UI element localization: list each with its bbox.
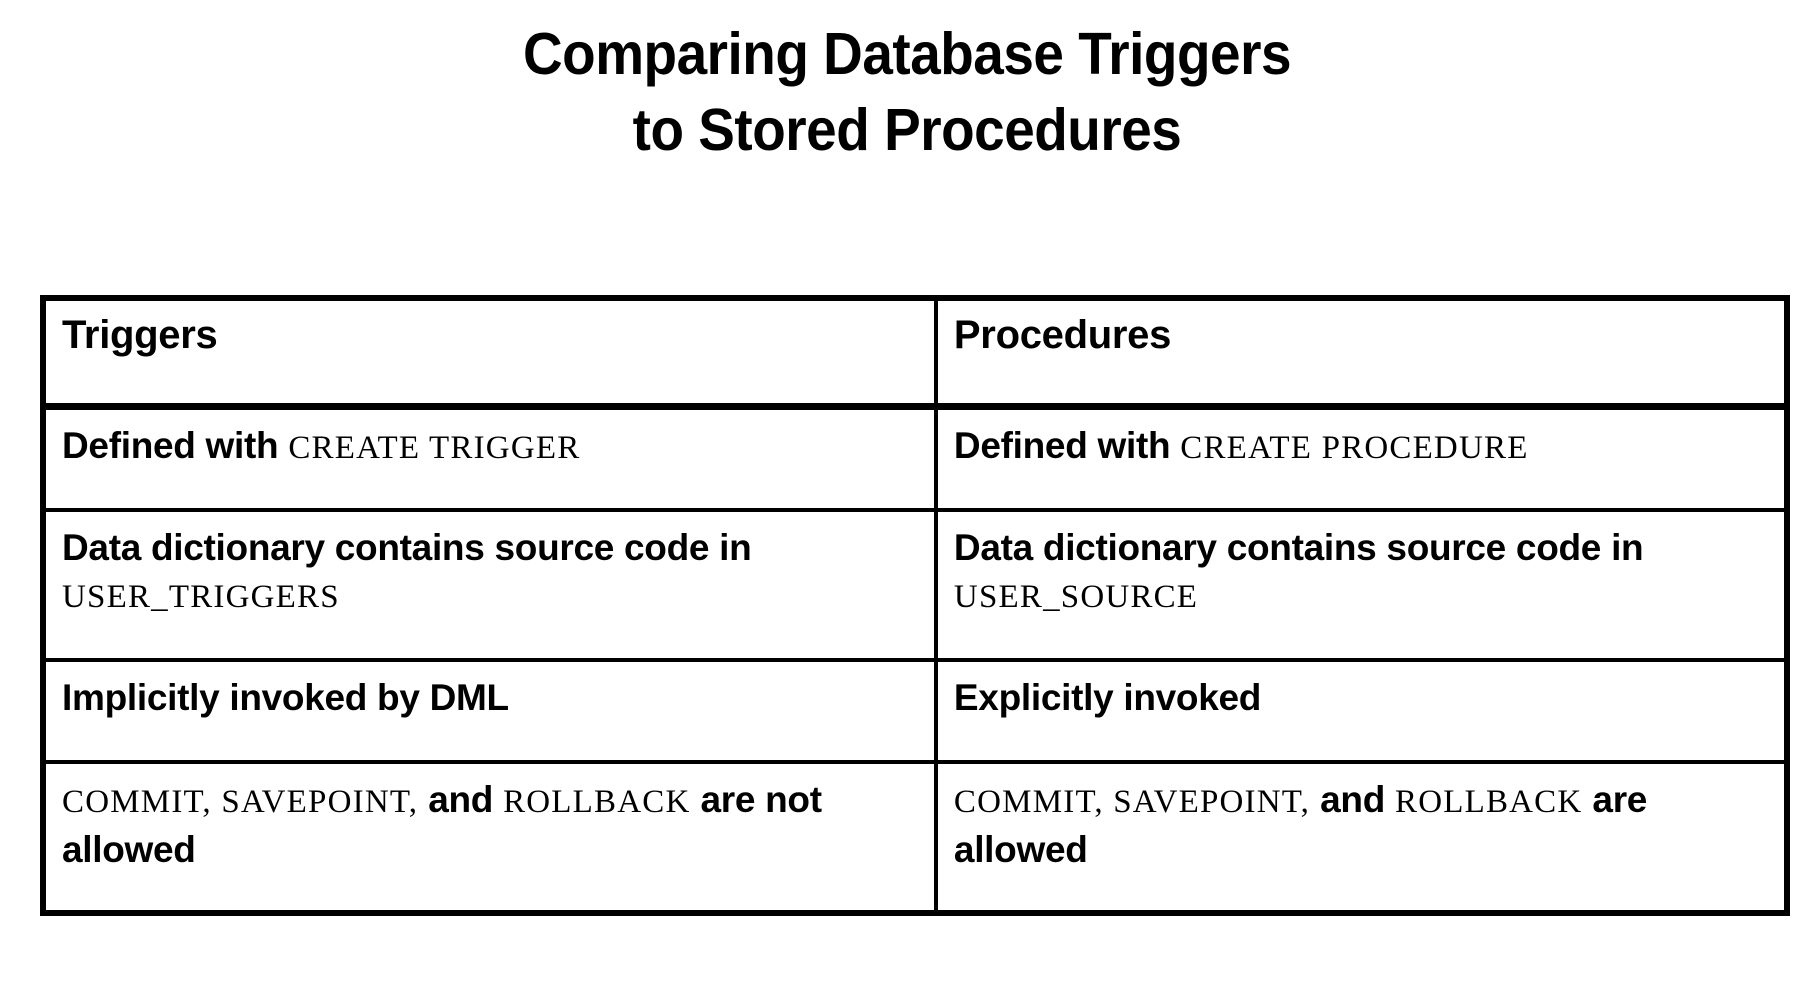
cell-text: Data dictionary contains source code in … bbox=[954, 524, 1784, 621]
code-run: ROLLBACK bbox=[1394, 784, 1583, 820]
prose-run: and bbox=[1310, 779, 1395, 820]
cell-text: Explicitly invoked bbox=[954, 674, 1784, 724]
prose-run: Defined with bbox=[953, 425, 1181, 466]
prose-run: Implicitly invoked by DML bbox=[62, 677, 509, 718]
table-header: Triggers Procedures bbox=[43, 298, 1787, 410]
code-run: CREATE TRIGGER bbox=[288, 430, 581, 466]
cell-triggers-transaction-control: COMMIT, SAVEPOINT, and ROLLBACK are not … bbox=[43, 760, 936, 913]
page-title-line-1: Comparing Database Triggers bbox=[522, 21, 1292, 87]
code-run: COMMIT, SAVEPOINT, bbox=[62, 784, 419, 820]
code-run: CREATE PROCEDURE bbox=[1180, 430, 1529, 466]
cell-triggers-invocation: Implicitly invoked by DML bbox=[43, 658, 936, 762]
page-title-line-2: to Stored Procedures bbox=[632, 97, 1182, 163]
prose-run: Defined with bbox=[62, 425, 289, 466]
table-row: COMMIT, SAVEPOINT, and ROLLBACK are not … bbox=[43, 760, 1787, 913]
column-header-triggers: Triggers bbox=[43, 298, 936, 410]
cell-triggers-data-dictionary: Data dictionary contains source code in … bbox=[43, 508, 936, 660]
prose-run: are not allowed bbox=[62, 779, 822, 870]
cell-procedures-data-dictionary: Data dictionary contains source code in … bbox=[933, 508, 1787, 660]
prose-run: Explicitly invoked bbox=[953, 677, 1262, 718]
table-row: Defined with CREATE TRIGGER Defined with… bbox=[43, 406, 1787, 510]
code-run: ROLLBACK bbox=[503, 784, 691, 820]
prose-run: Data dictionary contains source code in bbox=[953, 527, 1644, 568]
cell-text: Defined with CREATE PROCEDURE bbox=[954, 422, 1784, 472]
prose-run: are allowed bbox=[953, 779, 1648, 870]
cell-text: Data dictionary contains source code in … bbox=[62, 524, 934, 621]
code-run: COMMIT, SAVEPOINT, bbox=[953, 784, 1311, 820]
cell-text: COMMIT, SAVEPOINT, and ROLLBACK are not … bbox=[62, 776, 934, 873]
cell-text: Implicitly invoked by DML bbox=[62, 674, 934, 724]
code-run: USER_SOURCE bbox=[953, 579, 1199, 615]
code-run: USER_TRIGGERS bbox=[62, 579, 340, 615]
column-header-procedures: Procedures bbox=[933, 298, 1787, 410]
page-title: Comparing Database Triggers to Stored Pr… bbox=[0, 16, 1814, 168]
table-row: Data dictionary contains source code in … bbox=[43, 508, 1787, 660]
cell-text: Defined with CREATE TRIGGER bbox=[62, 422, 934, 472]
prose-run: Data dictionary contains source code in bbox=[62, 527, 752, 568]
table-body: Defined with CREATE TRIGGER Defined with… bbox=[43, 406, 1787, 913]
column-header-triggers-label: Triggers bbox=[62, 313, 218, 357]
cell-procedures-invocation: Explicitly invoked bbox=[933, 658, 1787, 762]
cell-procedures-defined-with: Defined with CREATE PROCEDURE bbox=[933, 406, 1787, 510]
cell-text: COMMIT, SAVEPOINT, and ROLLBACK are allo… bbox=[954, 776, 1784, 873]
cell-triggers-defined-with: Defined with CREATE TRIGGER bbox=[43, 406, 936, 510]
column-header-procedures-label: Procedures bbox=[953, 313, 1172, 357]
table-row: Implicitly invoked by DML Explicitly inv… bbox=[43, 658, 1787, 762]
table-header-row: Triggers Procedures bbox=[43, 298, 1787, 410]
prose-run: and bbox=[418, 779, 504, 820]
comparison-table: Triggers Procedures Defined with CREATE … bbox=[40, 295, 1790, 916]
cell-procedures-transaction-control: COMMIT, SAVEPOINT, and ROLLBACK are allo… bbox=[933, 760, 1787, 913]
